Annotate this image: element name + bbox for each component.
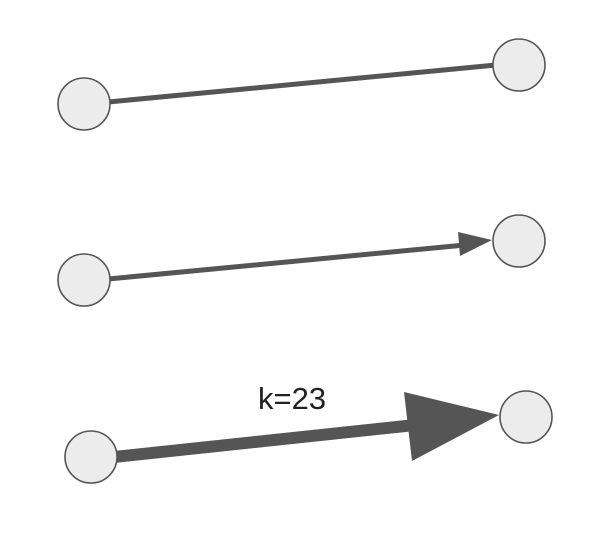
node-target-1	[492, 38, 546, 92]
node-source-1	[57, 77, 111, 131]
undirected-edge-group	[57, 38, 546, 131]
arrowhead-large-icon	[404, 392, 499, 461]
node-source-2	[57, 253, 111, 307]
undirected-edge	[107, 62, 497, 105]
weighted-edge-group: k=23	[64, 381, 553, 484]
edge-weight-label: k=23	[258, 381, 326, 416]
node-target-3	[499, 390, 553, 444]
node-source-3	[64, 430, 118, 484]
directed-edge-group	[57, 214, 546, 307]
arrowhead-small-icon	[458, 232, 492, 256]
weighted-edge	[113, 419, 416, 463]
directed-edge	[107, 242, 466, 282]
node-target-2	[492, 214, 546, 268]
